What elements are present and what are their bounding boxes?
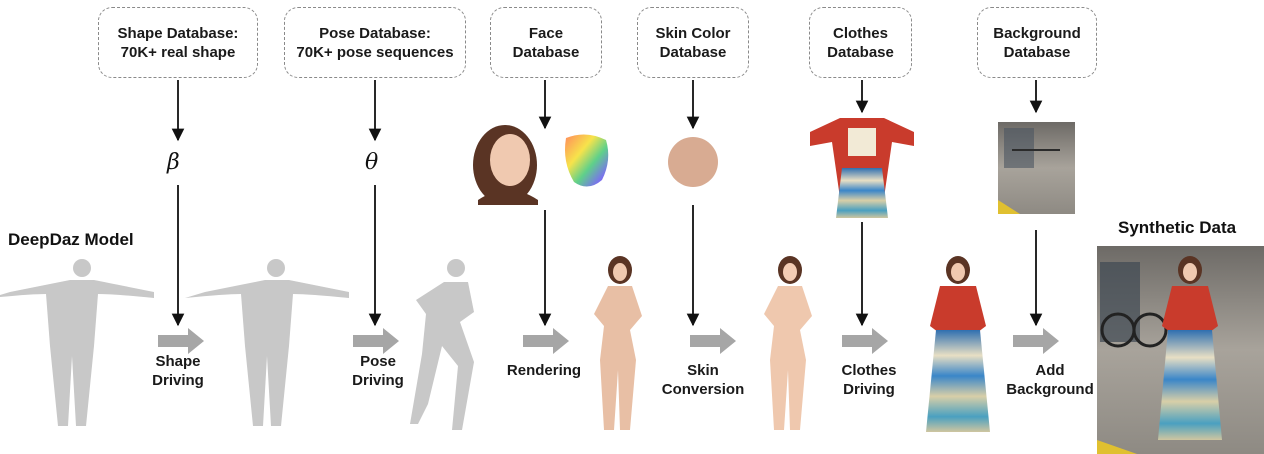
theta-parameter: θ [365, 150, 379, 175]
face-skin [490, 134, 530, 186]
clothes-driving-label: Clothes Driving [841, 362, 897, 398]
uv-face-map [565, 134, 609, 187]
clothed-figure [926, 256, 990, 432]
add-background-arrow [1013, 328, 1059, 354]
face-database-box: Face Database [490, 7, 602, 78]
mannequin-t-pose-1 [0, 259, 154, 426]
skin-color-swatch [668, 137, 718, 187]
shape-driving-label: Shape Driving [152, 353, 204, 389]
skin-conversion-label: Skin Conversion [661, 362, 745, 398]
synthetic-data-label: Synthetic Data [1118, 218, 1237, 237]
database-arrows [171, 80, 1043, 327]
pose-database-box: Pose Database: 70K+ pose sequences [284, 7, 466, 78]
clothes-database-box: Clothes Database [809, 7, 912, 78]
pose-driving-arrow [353, 328, 399, 354]
background-database-box: Background Database [977, 7, 1097, 78]
background-photo [998, 122, 1075, 214]
background-database-label: Background Database [993, 24, 1081, 61]
clothes-garment [810, 118, 914, 218]
face-database-label: Face Database [512, 24, 580, 61]
pose-driving-label: Pose Driving [352, 353, 404, 389]
mannequin-posed [410, 259, 474, 430]
rendering-arrow [523, 328, 569, 354]
face-images [473, 125, 609, 205]
clothes-database-label: Clothes Database [827, 24, 894, 61]
rendered-figure-1 [594, 256, 642, 430]
shape-driving-arrow [158, 328, 204, 354]
shape-database-box: Shape Database: 70K+ real shape [98, 7, 258, 78]
rendering-label: Rendering [506, 362, 582, 379]
shape-database-label: Shape Database: 70K+ real shape [117, 24, 239, 61]
rendered-figure-2 [764, 256, 812, 430]
process-arrows [158, 328, 1059, 354]
beta-parameter: β [167, 150, 180, 175]
add-background-label: Add Background [1006, 362, 1094, 398]
clothes-driving-arrow [842, 328, 888, 354]
mannequin-t-pose-2 [185, 259, 349, 426]
deepdaz-model-label: DeepDaz Model [8, 230, 134, 249]
pose-database-label: Pose Database: 70K+ pose sequences [296, 24, 454, 61]
synthetic-data-photo [1097, 246, 1264, 454]
skin-conversion-arrow [690, 328, 736, 354]
skin-color-database-box: Skin Color Database [637, 7, 749, 78]
skin-color-database-label: Skin Color Database [655, 24, 731, 61]
